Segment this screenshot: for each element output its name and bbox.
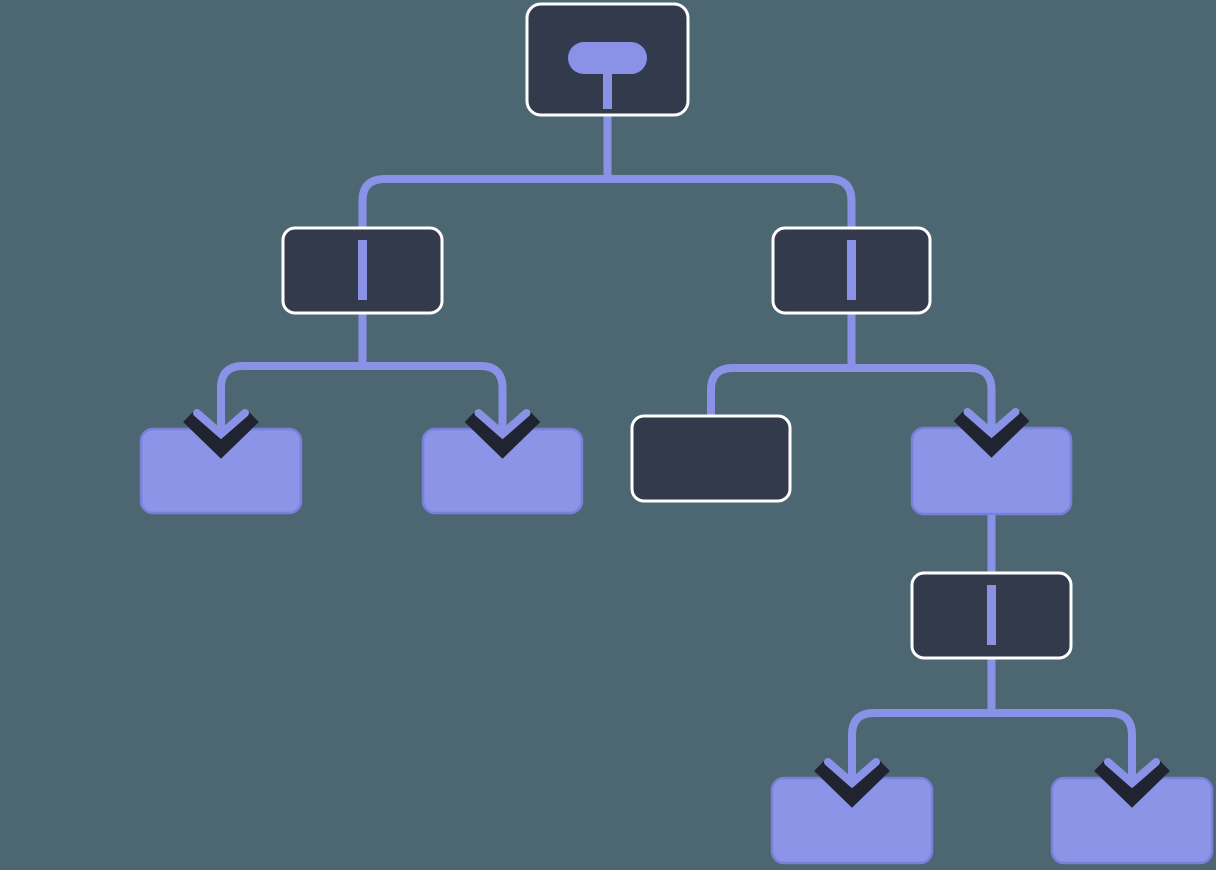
- edge-branch-left: [217, 313, 507, 431]
- arrow-into-collapsed-right: [953, 384, 1030, 458]
- arrow-down-icon: [1104, 734, 1160, 787]
- markers-layer: [183, 384, 1170, 808]
- arrow-down-icon: [963, 384, 1020, 437]
- chevron-down-icon: [1094, 760, 1170, 808]
- chevron-down-icon: [464, 411, 541, 459]
- arrow-down-icon: [824, 734, 880, 787]
- passthrough-bar-icon: [847, 240, 856, 300]
- node-branch-left[interactable]: [281, 226, 444, 315]
- node-root[interactable]: [525, 2, 690, 117]
- edges-layer: [217, 115, 1136, 780]
- node-dark-leaf[interactable]: [630, 414, 792, 503]
- arrow-into-leaf-top-left: [183, 385, 259, 459]
- nodes-layer: [139, 2, 1214, 865]
- node-branch-right[interactable]: [771, 226, 932, 315]
- edge-branch-right: [707, 313, 996, 430]
- passthrough-bar-icon: [987, 585, 996, 645]
- arrow-into-leaf-bottom-left: [814, 734, 890, 808]
- chevron-down-icon: [183, 411, 259, 459]
- node-branch-bottom[interactable]: [910, 571, 1073, 660]
- passthrough-bar-icon: [358, 240, 367, 300]
- arrow-into-leaf-top-right: [464, 385, 541, 459]
- chevron-down-icon: [953, 410, 1030, 458]
- node-dark-leaf-body[interactable]: [630, 414, 792, 503]
- collapsed-pill-icon: [568, 42, 647, 74]
- collapsed-stem: [603, 70, 612, 109]
- chevron-down-icon: [814, 760, 890, 808]
- edge-branch-bottom: [848, 658, 1136, 780]
- edge-root: [358, 115, 856, 228]
- arrow-down-icon: [474, 385, 531, 438]
- arrow-into-leaf-bottom-right: [1094, 734, 1170, 808]
- arrow-down-icon: [193, 385, 249, 438]
